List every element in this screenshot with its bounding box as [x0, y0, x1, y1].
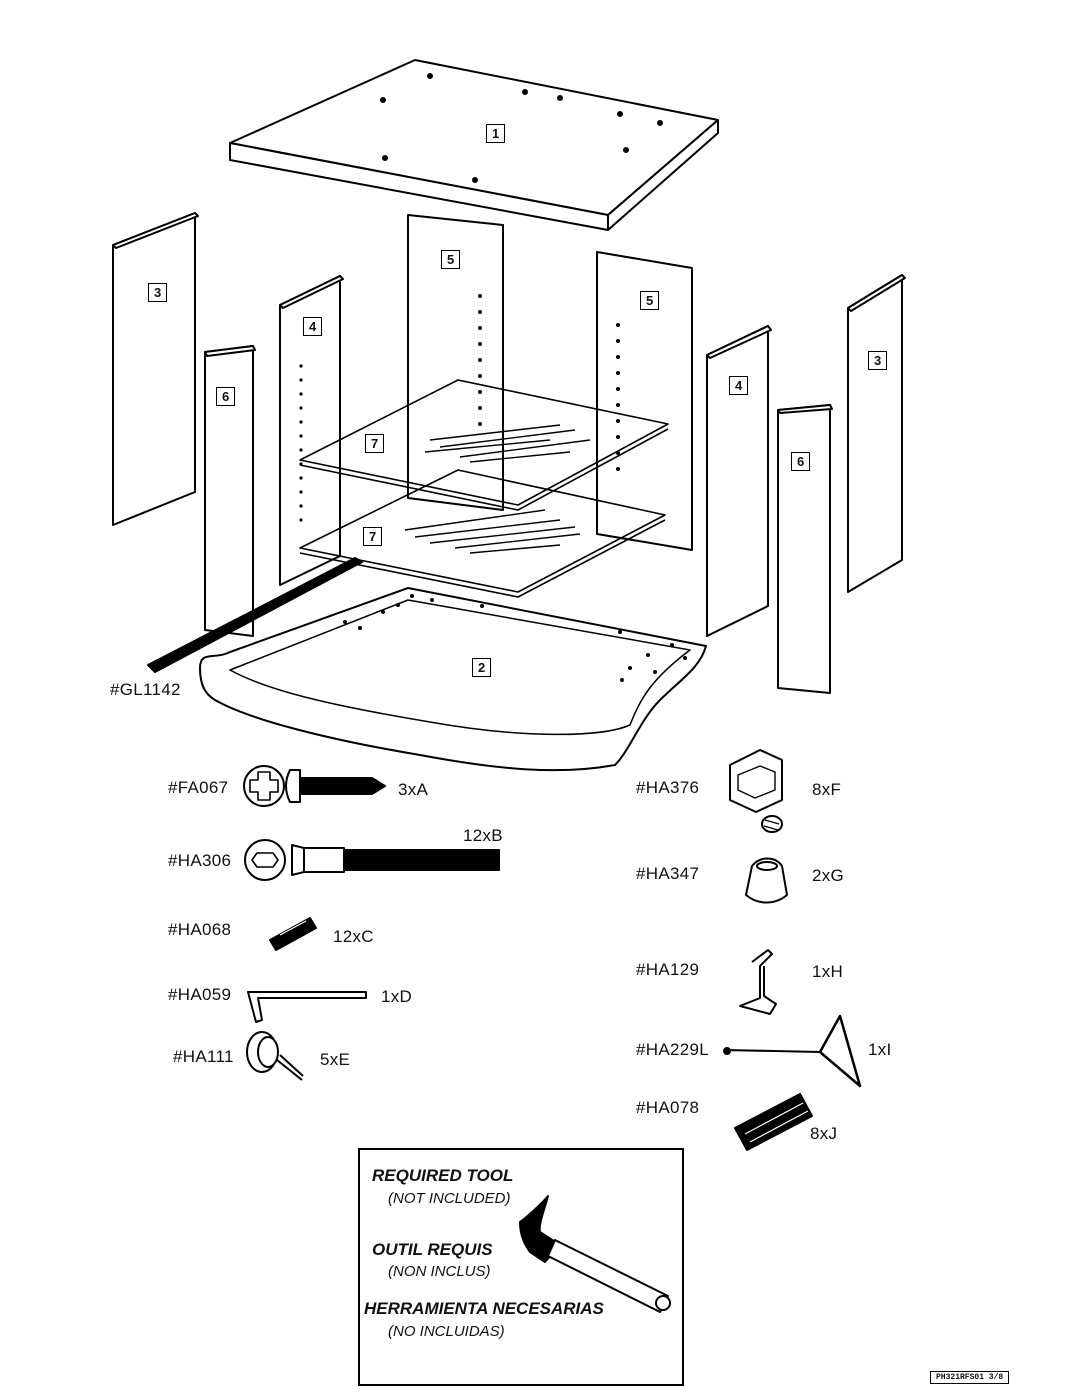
hardware-qty: 12xB	[463, 826, 503, 845]
panel-1-top	[229, 59, 719, 231]
glass-pointer	[147, 557, 363, 673]
hardware-qty: 1xD	[381, 987, 413, 1006]
panel-6-right-front	[777, 404, 833, 694]
dowel-c-icon	[269, 917, 317, 951]
dowel-j-icon	[734, 1093, 813, 1151]
panel-label-5-left: 5	[441, 250, 461, 269]
hardware-code: #HA306	[168, 851, 232, 870]
hardware-qty: 1xH	[812, 962, 844, 981]
panel-2-bottom	[199, 587, 707, 772]
panel-label-4-left: 4	[303, 317, 323, 336]
tool-title-fr: OUTIL REQUIS	[372, 1240, 493, 1259]
required-tool-box: REQUIRED TOOL (NOT INCLUDED) OUTIL REQUI…	[358, 1148, 684, 1386]
tool-sub-en: (NOT INCLUDED)	[388, 1190, 511, 1207]
glass-code-label: #GL1142	[110, 680, 181, 699]
hardware-code: #FA067	[168, 778, 229, 797]
tool-sub-es: (NO INCLUIDAS)	[388, 1323, 505, 1340]
bolt-b-icon	[244, 839, 500, 881]
shelf-7-upper	[299, 379, 669, 511]
hardware-qty: 2xG	[812, 866, 845, 885]
hardware-qty: 12xC	[333, 927, 374, 946]
hardware-code: #HA129	[636, 960, 700, 979]
panel-label-7-lower: 7	[363, 527, 383, 546]
hardware-code: #HA376	[636, 778, 700, 797]
panel-label-5-right: 5	[640, 291, 660, 310]
tool-title-en: REQUIRED TOOL	[372, 1166, 514, 1185]
hardware-qty: 1xI	[868, 1040, 892, 1059]
hardware-code: #HA229L	[636, 1040, 709, 1059]
tool-sub-fr: (NON INCLUS)	[388, 1263, 491, 1280]
bumper-g-icon	[745, 857, 788, 904]
panel-3-right-outer	[847, 274, 906, 593]
panel-label-3-right: 3	[868, 351, 888, 370]
hardware-qty: 5xE	[320, 1050, 351, 1069]
bracket-h-icon	[739, 949, 777, 1015]
hardware-code: #HA347	[636, 864, 700, 883]
panel-5-back-left	[407, 214, 504, 511]
hardware-code: #HA059	[168, 985, 232, 1004]
tool-title-es: HERRAMIENTA NECESARIAS	[364, 1299, 604, 1318]
shelf-clip-f-icon	[729, 749, 783, 833]
hardware-code: #HA068	[168, 920, 232, 939]
hammer-icon	[519, 1195, 671, 1313]
glide-e-icon	[246, 1031, 304, 1081]
panel-3-left-outer	[112, 212, 199, 526]
panel-label-4-right: 4	[729, 376, 749, 395]
shelf-7-lower	[299, 469, 666, 598]
hardware-qty: 3xA	[398, 780, 429, 799]
panel-label-2: 2	[472, 658, 492, 677]
panel-4-right-mid	[706, 325, 772, 637]
panel-label-1: 1	[486, 124, 506, 143]
screw-a-icon	[243, 765, 386, 807]
panel-label-6-left: 6	[216, 387, 236, 406]
panel-label-7-upper: 7	[365, 434, 385, 453]
panel-6-left-front	[204, 345, 256, 637]
panel-label-6-right: 6	[791, 452, 811, 471]
hardware-qty: 8xF	[812, 780, 842, 799]
panel-label-3-left: 3	[148, 283, 168, 302]
hardware-code: #HA078	[636, 1098, 700, 1117]
allen-key-d-icon	[247, 991, 367, 1023]
page-tag: PH321RFS01 3/8	[930, 1371, 1010, 1384]
cam-key-i-icon	[723, 1014, 862, 1088]
panel-5-back-right	[596, 251, 693, 551]
hardware-qty: 8xJ	[810, 1124, 838, 1143]
hardware-code: #HA111	[173, 1047, 234, 1066]
